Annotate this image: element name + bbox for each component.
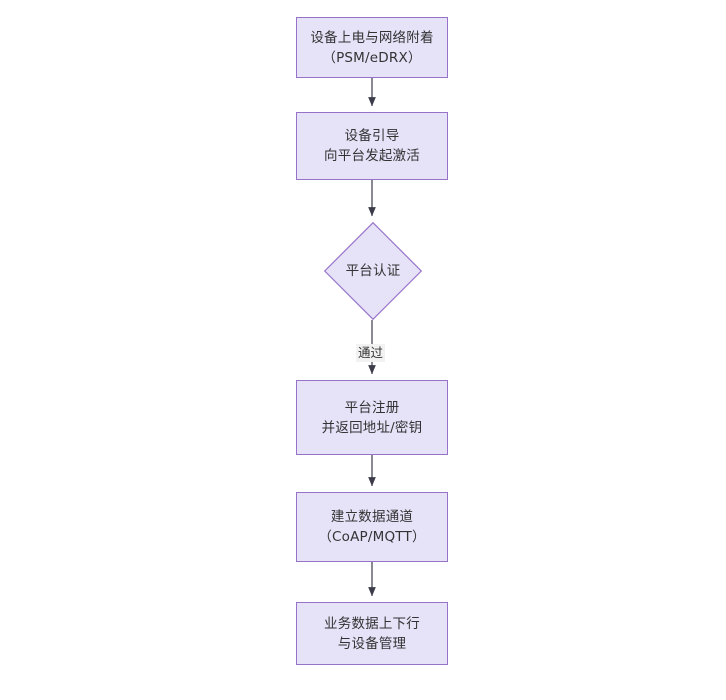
node-platform-register-line-1: 平台注册 <box>344 399 400 416</box>
node-power-on[interactable]: 设备上电与网络附着 （PSM/eDRX） <box>296 17 448 78</box>
node-bootstrap[interactable]: 设备引导 向平台发起激活 <box>296 112 448 180</box>
node-platform-register-line-2: 并返回地址/密钥 <box>321 419 423 436</box>
node-platform-auth-label: 平台认证 <box>345 263 401 279</box>
node-power-on-line-2: （PSM/eDRX） <box>322 49 422 66</box>
node-platform-register[interactable]: 平台注册 并返回地址/密钥 <box>296 380 448 455</box>
node-data-channel-line-1: 建立数据通道 <box>330 509 414 525</box>
edge-label-pass: 通过 <box>356 344 386 362</box>
node-service-data-line-2: 与设备管理 <box>337 635 407 652</box>
node-bootstrap-line-2: 向平台发起激活 <box>324 148 420 164</box>
node-power-on-line-1: 设备上电与网络附着 <box>310 29 434 46</box>
node-bootstrap-line-1: 设备引导 <box>344 128 400 144</box>
diamond-shape-icon <box>324 222 422 320</box>
node-service-data-line-1: 业务数据上下行 <box>324 615 420 632</box>
node-service-data[interactable]: 业务数据上下行 与设备管理 <box>296 602 448 665</box>
node-data-channel[interactable]: 建立数据通道 （CoAP/MQTT） <box>296 492 448 562</box>
node-platform-auth[interactable]: 平台认证 <box>324 222 422 320</box>
node-data-channel-line-2: （CoAP/MQTT） <box>318 529 426 545</box>
